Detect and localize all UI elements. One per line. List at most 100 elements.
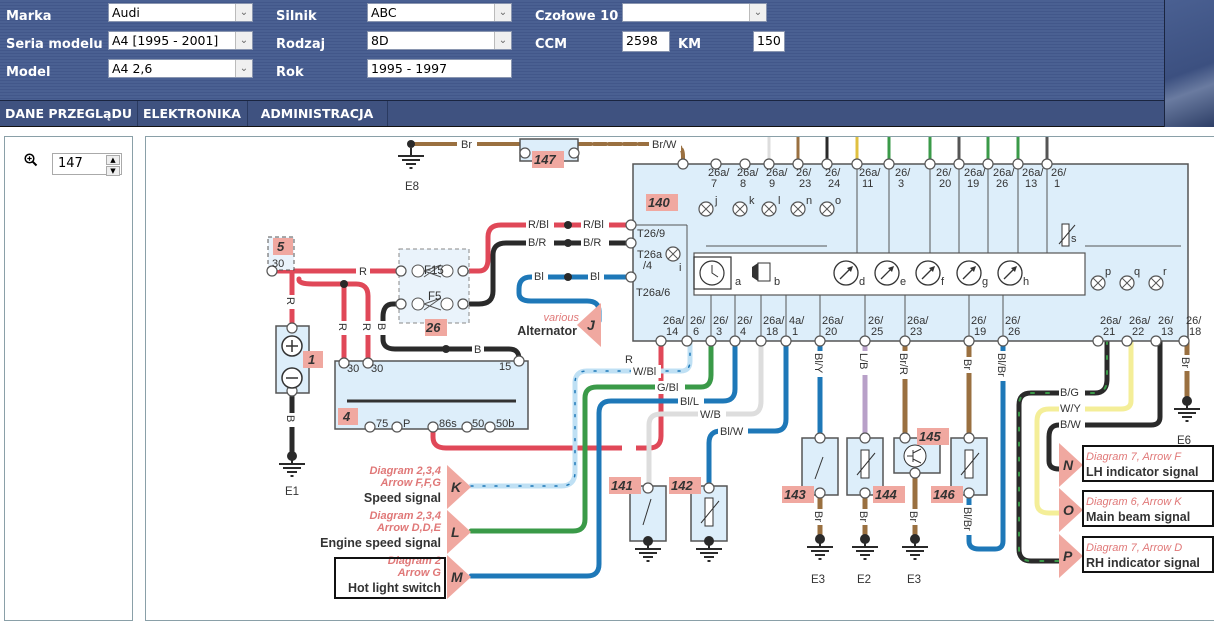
rodzaj-select[interactable]: 8D⌄ [367, 31, 512, 50]
czolowe-select[interactable]: ⌄ [622, 3, 767, 22]
component-label-1: 1 [308, 352, 315, 367]
terminal-label: 75 [376, 418, 388, 430]
buzzer-icon [757, 262, 771, 282]
silnik-select[interactable]: ABC ⌄ [367, 3, 512, 22]
gauge-letter: a [735, 276, 742, 288]
cluster-bottom-pin-label: 18 [1189, 326, 1201, 338]
lamp-letter: n [806, 195, 812, 207]
connector-l-name: Engine speed signal [320, 536, 441, 550]
component-141 [629, 485, 667, 542]
cluster-top-pin-label: 26a/ [737, 167, 759, 179]
battery-symbol [281, 335, 303, 389]
connector-j-arrow[interactable] [577, 303, 601, 347]
chevron-down-icon: ⌄ [235, 4, 252, 21]
connector-n-box [1082, 445, 1214, 482]
gauge-letter: f [941, 276, 945, 288]
wire-w-y [1034, 338, 1134, 516]
rok-input[interactable]: 1995 - 1997 [367, 59, 512, 78]
header-banner-image [1164, 0, 1214, 127]
czolowe-label: Czołowe 10 [535, 9, 619, 24]
connector-p-arrow[interactable] [1059, 534, 1083, 578]
connector-o-arrow[interactable] [1059, 488, 1083, 532]
cluster-top-pin-label: 26/ [825, 167, 841, 179]
connector-l-ref1: Diagram 2,3,4 [369, 510, 441, 522]
model-select[interactable]: A4 2,6⌄ [108, 59, 253, 78]
seria-modelu-select[interactable]: A4 [1995 - 2001]⌄ [108, 31, 253, 50]
cluster-top-pin-label: 9 [769, 178, 775, 190]
cluster-bottom-pin-label: 25 [871, 326, 883, 338]
component-label-143: 143 [784, 487, 806, 502]
connector-k-arrow[interactable] [447, 465, 471, 509]
silnik-value: ABC [371, 5, 397, 20]
component-label-140: 140 [648, 195, 670, 210]
hot-light-switch-box [334, 557, 446, 599]
component-label-4: 4 [342, 409, 351, 424]
cluster-bottom-pin-label: 19 [974, 326, 986, 338]
zoom-down-button[interactable]: ▼ [106, 166, 120, 176]
nav-administracja[interactable]: ADMINISTRACJA [247, 101, 388, 126]
wire-label: B/W [1060, 419, 1081, 431]
wire-label: R/Bl [528, 219, 549, 231]
cluster-top-pin-label: 26a/ [859, 167, 881, 179]
connector-p-box [1082, 536, 1214, 573]
connector-n-arrow[interactable] [1059, 443, 1083, 487]
connector-p-name: RH indicator signal [1086, 556, 1200, 570]
lamp-letter: l [778, 195, 780, 207]
ground-e6-label: E6 [1177, 435, 1191, 447]
wire-label: R [625, 354, 633, 366]
wire-label: Br/W [652, 139, 677, 151]
rodzaj-label: Rodzaj [276, 37, 326, 52]
ccm-label: CCM [535, 37, 568, 52]
wiring-diagram: 5 1 4 26 147 140 141 142 143 144 145 146… [266, 137, 1214, 599]
nav-dane-przegladu[interactable]: DANE PRZEGLąDU [0, 101, 138, 126]
lamp-letter: j [714, 195, 717, 207]
connector-j-letter: J [587, 317, 596, 333]
vehicle-selector-bar: Marka Audi⌄ Seria modelu A4 [1995 - 2001… [0, 0, 1214, 127]
fuse-f5-label: F5 [428, 291, 441, 303]
cluster-bottom-pin-label: 6 [693, 326, 699, 338]
cluster-bottom-pin-label: 26a/ [663, 315, 685, 327]
resistor-s [1061, 223, 1070, 247]
cluster-bottom-pin-label: 26a/ [763, 315, 785, 327]
connector-m-name: Hot light switch [348, 581, 441, 595]
connector-l-arrow[interactable] [447, 510, 471, 554]
wire-label: W/Bl [633, 366, 656, 378]
connector-m-arrow[interactable] [447, 555, 471, 599]
rok-label: Rok [276, 65, 304, 80]
terminal-label: 50b [496, 418, 514, 430]
fuse-box [398, 248, 470, 324]
nav-elektronika[interactable]: ELEKTRONIKA [137, 101, 248, 126]
terminal-label: 86s [439, 418, 457, 430]
cluster-top-pin-label: 26/ [1051, 167, 1067, 179]
wire-label: R [360, 323, 372, 331]
gauge-letter: s [1071, 233, 1077, 245]
chevron-down-icon: ⌄ [235, 32, 252, 49]
wire-label: Bl [534, 271, 544, 283]
cluster-bottom-pin-label: 18 [766, 326, 778, 338]
terminal-label: 15 [499, 361, 511, 373]
fuse-f15-label: F15 [424, 265, 444, 277]
wire-label: Br [907, 511, 919, 522]
component-label-5: 5 [277, 239, 285, 254]
marka-select[interactable]: Audi⌄ [108, 3, 253, 22]
zoom-panel: 147 ▲▼ [4, 136, 133, 621]
connector-o-letter: O [1063, 502, 1074, 518]
ccm-input[interactable]: 2598 [622, 31, 670, 52]
lamp-letter: o [835, 195, 841, 207]
wire-b [380, 301, 522, 362]
km-input[interactable]: 150 [753, 31, 785, 52]
wire-r-bl [460, 222, 634, 274]
wire-r-86s [430, 338, 664, 451]
zoom-up-button[interactable]: ▲ [106, 155, 120, 165]
connector-o-box [1082, 490, 1214, 527]
cluster-top-pin-label: 26a/ [993, 167, 1015, 179]
chevron-down-icon: ⌄ [494, 4, 511, 21]
connector-o-ref: Diagram 6, Arrow K [1086, 496, 1182, 508]
wire-label: R [359, 266, 367, 278]
cluster-bottom-pin-label: 26/ [971, 315, 987, 327]
connector-l-ref2: Arrow D,D,E [376, 522, 442, 534]
zoom-level-stepper[interactable]: 147 ▲▼ [52, 153, 122, 176]
terminal-label: 30 [272, 258, 284, 270]
cluster-top-pin-label: 26/ [936, 167, 952, 179]
cluster-top-pin-label: 7 [711, 178, 717, 190]
